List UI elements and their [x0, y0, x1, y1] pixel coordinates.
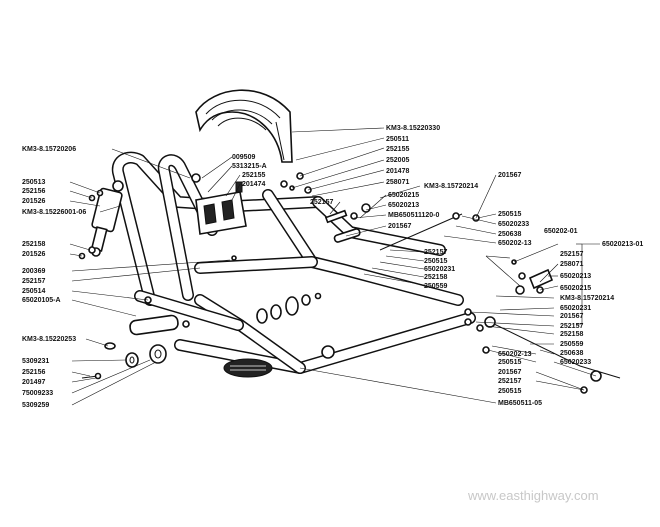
part-label: 250513: [22, 179, 45, 186]
part-label: 65020231: [424, 266, 455, 273]
part-labels: KM3-8.15220330 250511 252155 252005 2014…: [22, 125, 643, 409]
part-label: 5309259: [22, 402, 49, 409]
part-label: 252005: [386, 157, 409, 164]
part-label: 252157: [424, 249, 447, 256]
part-label: 250559: [424, 283, 447, 290]
part-label: 250638: [560, 350, 583, 357]
part-label: 252157: [560, 323, 583, 330]
part-label: 201567: [498, 172, 521, 179]
part-label: 252158: [424, 274, 447, 281]
part-label: 201567: [388, 223, 411, 230]
part-label: 201567: [560, 313, 583, 320]
part-label: 252157: [22, 278, 45, 285]
part-label: 250515: [498, 211, 521, 218]
part-label: 201478: [386, 168, 409, 175]
part-label: KM3-8.15220330: [386, 125, 440, 132]
part-label: 258071: [386, 179, 409, 186]
part-label: 650202-13: [498, 351, 532, 358]
part-label: 65020215: [560, 285, 591, 292]
part-label: KM3-8.15220253: [22, 336, 76, 343]
part-label: 650202-01: [544, 228, 578, 235]
part-label: 201567: [498, 369, 521, 376]
part-label: 65020231: [560, 305, 591, 312]
part-label: 252155: [242, 172, 265, 179]
footrest: [223, 358, 273, 378]
part-label: MB650511-05: [498, 400, 542, 407]
part-label: 252157: [560, 251, 583, 258]
part-label: 201526: [22, 198, 45, 205]
part-label: 252155: [386, 146, 409, 153]
part-label: 65020233: [560, 359, 591, 366]
part-label: 650202-13: [498, 240, 532, 247]
part-label: 5313215-A: [232, 163, 267, 170]
leader-lines: [69, 127, 600, 406]
shock-absorber: [90, 180, 124, 257]
mudguard: [195, 89, 293, 163]
part-label: MB650511120-0: [388, 212, 439, 219]
part-label: 252156: [22, 369, 45, 376]
part-label: 75009233: [22, 390, 53, 397]
part-label: 250511: [386, 136, 409, 143]
part-label: 258071: [560, 261, 583, 268]
part-label: 250514: [22, 288, 45, 295]
part-label: 65020213: [560, 273, 591, 280]
part-label: KM3-8.15720206: [22, 146, 76, 153]
part-label: 250638: [498, 231, 521, 238]
part-label: 250515: [424, 258, 447, 265]
part-label: 65020215: [388, 192, 419, 199]
part-label: 201474: [242, 181, 265, 188]
part-label: 65020105-A: [22, 297, 61, 304]
part-label: 65020233: [498, 221, 529, 228]
part-label: 201497: [22, 379, 45, 386]
part-label: KM3-8.15720214: [424, 183, 478, 190]
part-label: 250559: [560, 341, 583, 348]
main-frame: [111, 151, 476, 374]
part-label: 252157: [498, 378, 521, 385]
part-label: 201526: [22, 251, 45, 258]
part-label: 009509: [232, 154, 255, 161]
part-label: 252158: [22, 241, 45, 248]
hardware: [78, 172, 490, 380]
part-label: 65020213-01: [602, 241, 643, 248]
part-label: 250515: [498, 388, 521, 395]
part-label: 5309231: [22, 358, 49, 365]
watermark: www.easthighway.com: [467, 488, 599, 503]
part-label: KM3-8.15720214: [560, 295, 614, 302]
part-label: 250515: [498, 359, 521, 366]
parts-drawing: [78, 89, 621, 394]
part-label: 65020213: [388, 202, 419, 209]
part-label: KM3-8.15226001-06: [22, 209, 86, 216]
part-label: 200369: [22, 268, 45, 275]
part-label: 252156: [22, 188, 45, 195]
mounting-bracket: [191, 173, 247, 235]
part-label: 252158: [560, 331, 583, 338]
part-label: 252157: [310, 199, 333, 206]
